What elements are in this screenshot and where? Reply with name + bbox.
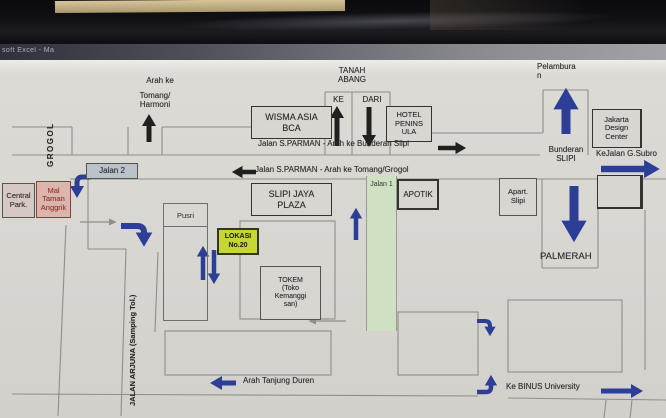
area-label-palmerah: PALMERAH [540, 251, 592, 262]
road-label-sparman-grogol: Jalan S.PARMAN - Arah ke Tomang/Grogol [255, 165, 409, 174]
building-wisma-asia-bca: WISMA ASIA BCA [251, 106, 332, 139]
building-mal-taman-anggrik: Mal Taman Anggrik [36, 181, 71, 218]
label-dari: DARI [362, 95, 382, 104]
road-label-ke-gsubroto: KeJalan G.Subro [596, 149, 657, 158]
building-jakarta-design-center: Jakarta Design Center [592, 109, 642, 148]
road-label-ke-binus: Ke BINUS University [506, 382, 580, 391]
elbow-arrow-icon-arjuna-entry [121, 223, 153, 247]
label-pelamburan: Pelambura n [537, 62, 576, 81]
pusri-building: Pusri [163, 203, 208, 321]
label-arah-ke: Arah ke [146, 76, 174, 85]
jalan-1-label: Jalan 1 [370, 181, 393, 188]
building-hotel-peninsula: HOTEL PENINS ULA [386, 106, 432, 142]
label-ke: KE [333, 95, 344, 104]
building-apart-slipi: Apart. Slipi [499, 178, 537, 216]
excel-title-bar[interactable] [0, 44, 666, 60]
building-outline-south-mid [397, 311, 479, 376]
elbow-arrow-icon-binus [477, 374, 498, 395]
marker-lokasi-no20: LOKASI No.20 [217, 228, 259, 255]
road-label-grogol: GROGOL [46, 122, 55, 167]
road-line [629, 399, 633, 418]
road-label-arah-tanjung-duren: Arah Tanjung Duren [243, 376, 315, 385]
road-label-jalan-arjuna: JALAN ARJUNA (Samping Tol.) [128, 294, 137, 406]
building-slipi-jaya-plaza: SLIPI JAYA PLAZA [251, 183, 332, 216]
pusri-label: Pusri [164, 204, 207, 227]
building-outline-southwest [164, 330, 332, 376]
road-line-toll-edge [57, 224, 67, 417]
road-line-tanjung-duren [11, 393, 479, 397]
road-line [603, 399, 607, 418]
bezel-reflection-right [430, 0, 666, 30]
elbow-arrow-icon-jalan2 [69, 174, 91, 198]
direction-arrows [69, 87, 660, 399]
label-tomang-harmoni: Tomang/ Harmoni [139, 91, 171, 110]
building-tokem: TOKEM (Toko Kemanggi san) [260, 266, 321, 320]
road-label-sparman-slipi: Jalan S.PARMAN - Arah ke Bunderan Slipi [258, 139, 410, 148]
building-apotik: APOTIK [397, 179, 439, 210]
label-tanah-abang: TANAH ABANG [337, 66, 366, 85]
road-sign-jalan-2: Jalan 2 [86, 163, 138, 179]
elbow-arrow-icon-mid [477, 319, 496, 337]
road-line-arjuna-east [154, 251, 159, 333]
building-outline-southeast [507, 299, 623, 373]
road-label-bunderan-slipi: Bunderan SLIPI [548, 145, 584, 164]
road-line-binus [507, 397, 666, 401]
unlabeled-building-box [597, 175, 643, 209]
worksheet-background [0, 60, 666, 418]
excel-title-text: soft Excel - Ma [2, 47, 55, 54]
road-line-arjuna-west [120, 248, 127, 417]
building-central-park: Central Park. [2, 183, 35, 218]
road-jalan-1: Jalan 1 [366, 176, 397, 331]
